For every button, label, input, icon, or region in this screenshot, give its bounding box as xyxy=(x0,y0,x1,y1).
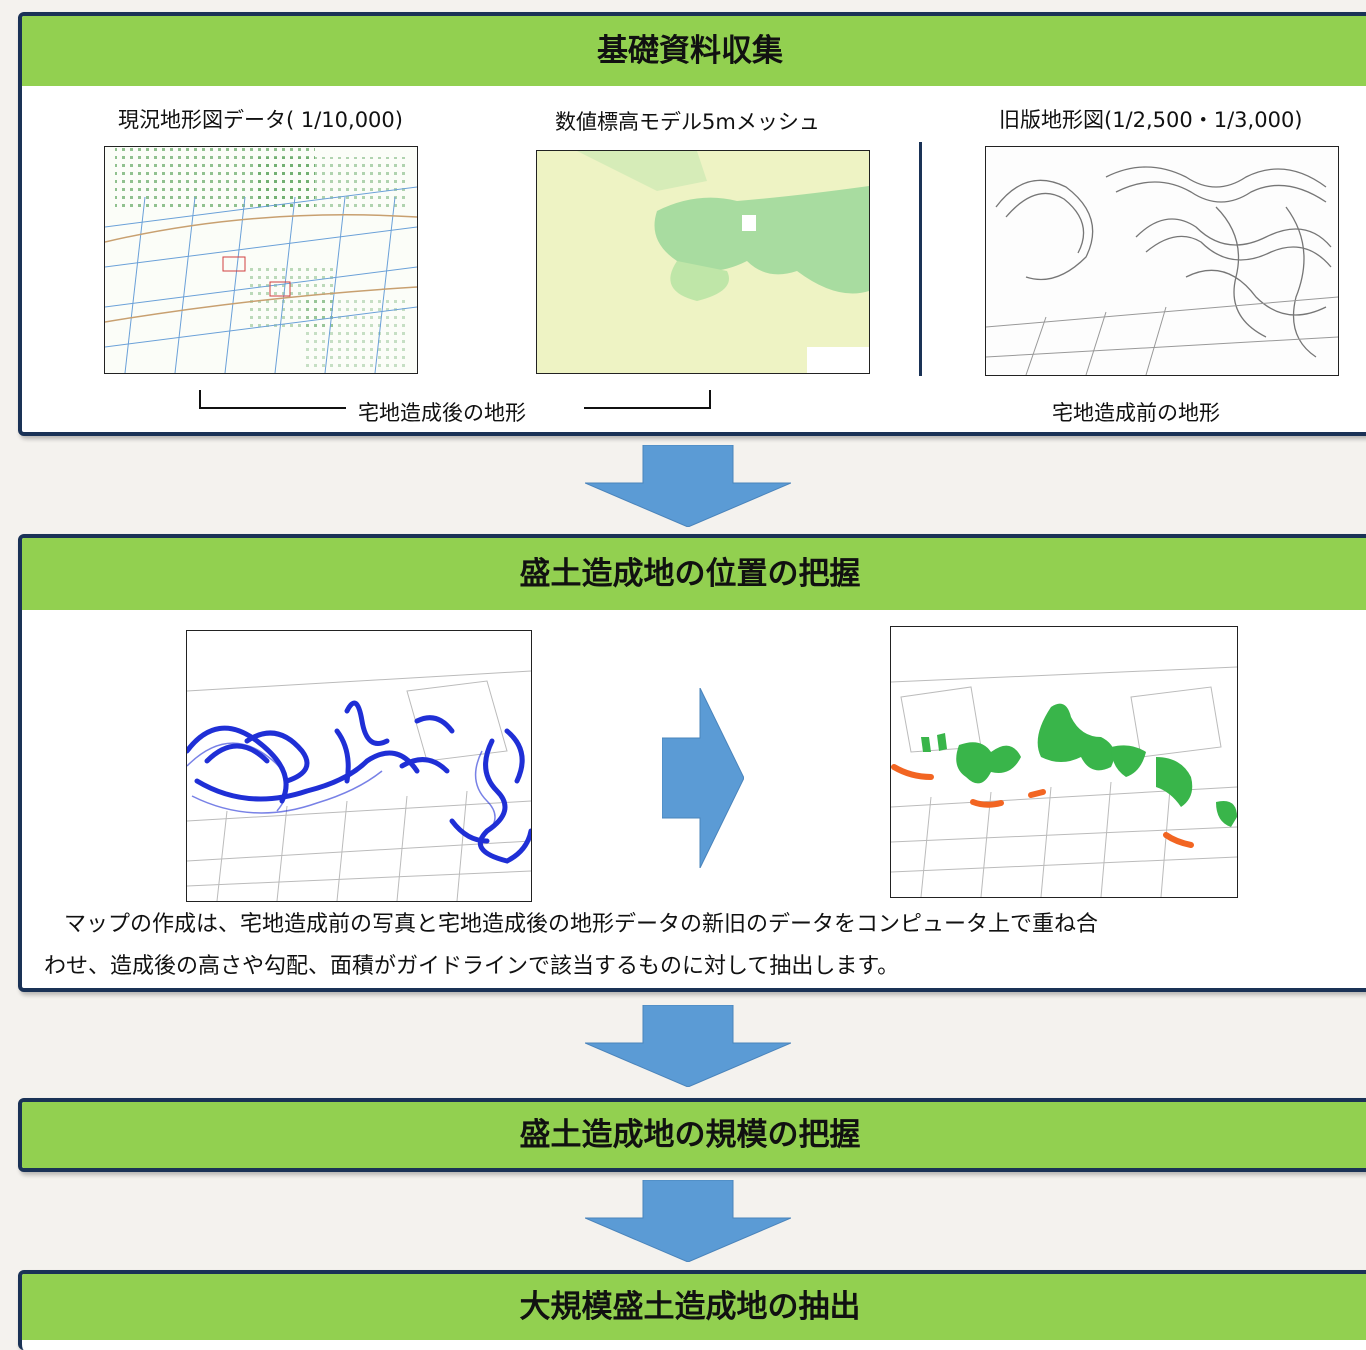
step2-description-line1: マップの作成は、宅地造成前の写真と宅地造成後の地形データの新旧のデータをコンピュ… xyxy=(64,912,1099,937)
dem-image xyxy=(536,150,870,374)
before-caption: 宅地造成前の地形 xyxy=(1052,401,1220,425)
down-arrow-2 xyxy=(585,1005,791,1087)
down-arrow-3 xyxy=(585,1180,791,1262)
after-bracket xyxy=(199,390,711,409)
step2-panel: 盛土造成地の位置の把握 xyxy=(18,534,1366,992)
contour-overlay-image xyxy=(186,630,532,902)
step4-title: 大規模盛土造成地の抽出 xyxy=(22,1274,1366,1340)
step2-description-line2: わせ、造成後の高さや勾配、面積がガイドラインで該当するものに対して抽出します。 xyxy=(44,954,900,979)
dem-label: 数値標高モデル5mメッシュ xyxy=(555,110,820,134)
right-arrow xyxy=(662,688,744,868)
current-map-label: 現況地形図データ( 1/10,000) xyxy=(118,108,403,132)
old-topo-map-image xyxy=(985,146,1339,376)
step1-panel: 基礎資料収集 現況地形図データ( 1/10,000) 数値標高モデル5mメッシュ… xyxy=(18,12,1366,436)
extracted-area-image xyxy=(890,626,1238,898)
step4-panel: 大規模盛土造成地の抽出 xyxy=(18,1270,1366,1350)
step3-panel: 盛土造成地の規模の把握 xyxy=(18,1098,1366,1172)
step2-title: 盛土造成地の位置の把握 xyxy=(22,538,1366,610)
after-caption: 宅地造成後の地形 xyxy=(358,401,526,425)
current-topo-map-image xyxy=(104,146,418,374)
step3-title: 盛土造成地の規模の把握 xyxy=(22,1102,1366,1168)
column-divider xyxy=(919,142,922,376)
old-map-label: 旧版地形図(1/2,500・1/3,000) xyxy=(999,108,1303,132)
step1-title: 基礎資料収集 xyxy=(22,16,1366,86)
down-arrow-1 xyxy=(585,445,791,527)
